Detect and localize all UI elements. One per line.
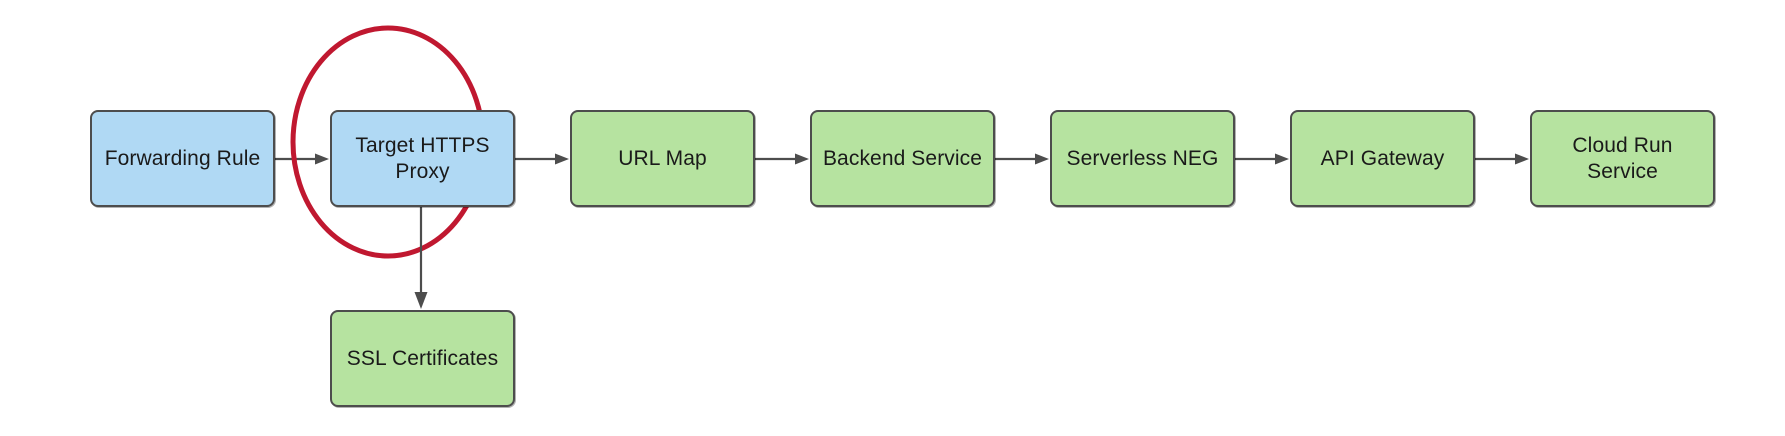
edge-forwarding-rule-to-target-https-proxy: [275, 153, 329, 165]
node-label: API Gateway: [1320, 146, 1445, 170]
edge-backend-service-to-serverless-neg: [995, 153, 1049, 165]
edge-target-https-proxy-to-url-map: [515, 153, 569, 165]
node-label: Serverless NEG: [1066, 146, 1219, 170]
node-ssl-certificates[interactable]: SSL Certificates: [330, 310, 515, 407]
node-url-map[interactable]: URL Map: [570, 110, 755, 207]
edge-api-gateway-to-cloud-run-service: [1475, 153, 1529, 165]
node-label: Cloud Run Service: [1572, 133, 1673, 183]
edge-target-https-proxy-to-ssl-certificates: [414, 207, 428, 309]
node-label: Target HTTPS Proxy: [355, 133, 490, 183]
node-label: URL Map: [618, 146, 707, 170]
node-label: Backend Service: [822, 146, 983, 170]
edge-url-map-to-backend-service: [755, 153, 809, 165]
node-label: Forwarding Rule: [104, 146, 261, 170]
node-backend-service[interactable]: Backend Service: [810, 110, 995, 207]
node-cloud-run-service[interactable]: Cloud Run Service: [1530, 110, 1715, 207]
node-label: SSL Certificates: [346, 346, 499, 370]
node-api-gateway[interactable]: API Gateway: [1290, 110, 1475, 207]
edge-serverless-neg-to-api-gateway: [1235, 153, 1289, 165]
node-target-https-proxy[interactable]: Target HTTPS Proxy: [330, 110, 515, 207]
node-forwarding-rule[interactable]: Forwarding Rule: [90, 110, 275, 207]
node-serverless-neg[interactable]: Serverless NEG: [1050, 110, 1235, 207]
